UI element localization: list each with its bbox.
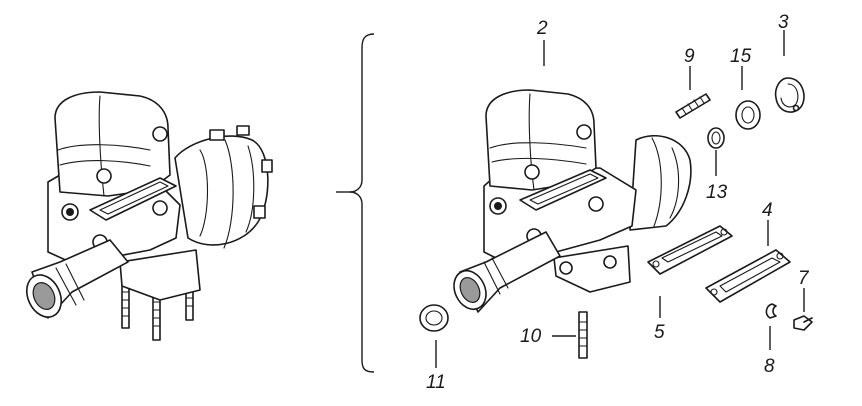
clip-part-8 [765,303,777,319]
callout-4: 4 [762,200,773,221]
leader-lines [435,30,805,368]
bolt-part-7 [793,315,813,331]
callout-3: 3 [778,12,789,33]
callout-9: 9 [684,46,695,67]
callout-10: 10 [520,326,542,347]
assembled-unit [25,91,273,341]
grouping-bracket [336,33,375,373]
assembled-cap [174,125,273,249]
circlip-part-3 [774,77,805,113]
gasket-part-5 [647,225,733,275]
washer-part-15 [735,100,761,130]
callout-13: 13 [706,182,728,203]
callout-labels: 2 3 4 5 7 8 9 10 11 13 15 [426,12,810,393]
callout-5: 5 [654,322,665,343]
callout-15: 15 [730,46,752,67]
assembled-outlet-pipe [25,239,129,319]
callout-11: 11 [426,372,446,393]
callout-8: 8 [764,356,775,377]
housing-part [453,89,692,313]
stud-part-10 [578,311,588,359]
assembled-housing [47,91,201,301]
oring-part-13 [707,127,725,149]
seal-part-11 [419,304,449,332]
stud-part-9 [675,93,711,119]
cover-part-4 [705,249,791,303]
callout-7: 7 [798,268,810,289]
callout-2: 2 [536,18,548,39]
